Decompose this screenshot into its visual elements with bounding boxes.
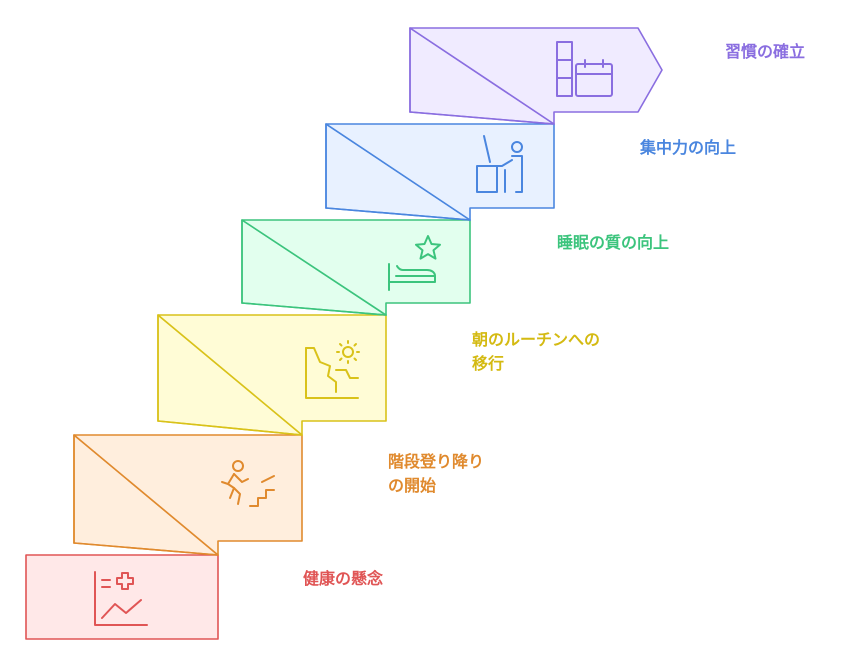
label-health-line-1: 健康の懸念 [303,569,384,588]
label-habit: 習慣の確立 [725,40,805,64]
label-health: 健康の懸念 [303,567,383,591]
label-sleep: 睡眠の質の向上 [557,231,669,255]
label-focus: 集中力の向上 [640,136,736,160]
health-chart-icon [94,571,148,626]
step-focus [325,123,555,221]
step-stairs [73,434,303,556]
step-habit [409,27,663,125]
desk-person-icon [476,135,523,193]
bed-star-icon [388,235,441,291]
step-morning-box [157,314,387,436]
step-sleep-box [241,219,471,316]
step-health-box [25,554,219,640]
label-habit-line-1: 習慣の確立 [725,42,806,61]
label-sleep-line-1: 睡眠の質の向上 [557,233,670,252]
label-morning: 朝のルーチンへの 移行 [472,328,600,376]
step-morning [157,314,387,436]
sunrise-cliff-icon [305,340,360,399]
label-morning-line-2: 移行 [472,354,505,373]
label-stairs-line-1: 階段登り降り [388,452,485,471]
step-focus-box [325,123,555,221]
step-sleep [241,219,471,316]
calendar-blocks-icon [556,41,613,97]
stair-climber-icon [221,460,275,507]
label-morning-line-1: 朝のルーチンへの [472,330,601,349]
label-stairs: 階段登り降り の開始 [388,450,484,498]
label-stairs-line-2: の開始 [388,476,437,495]
label-focus-line-1: 集中力の向上 [640,138,737,157]
step-stairs-box [73,434,303,556]
step-health [25,554,219,640]
